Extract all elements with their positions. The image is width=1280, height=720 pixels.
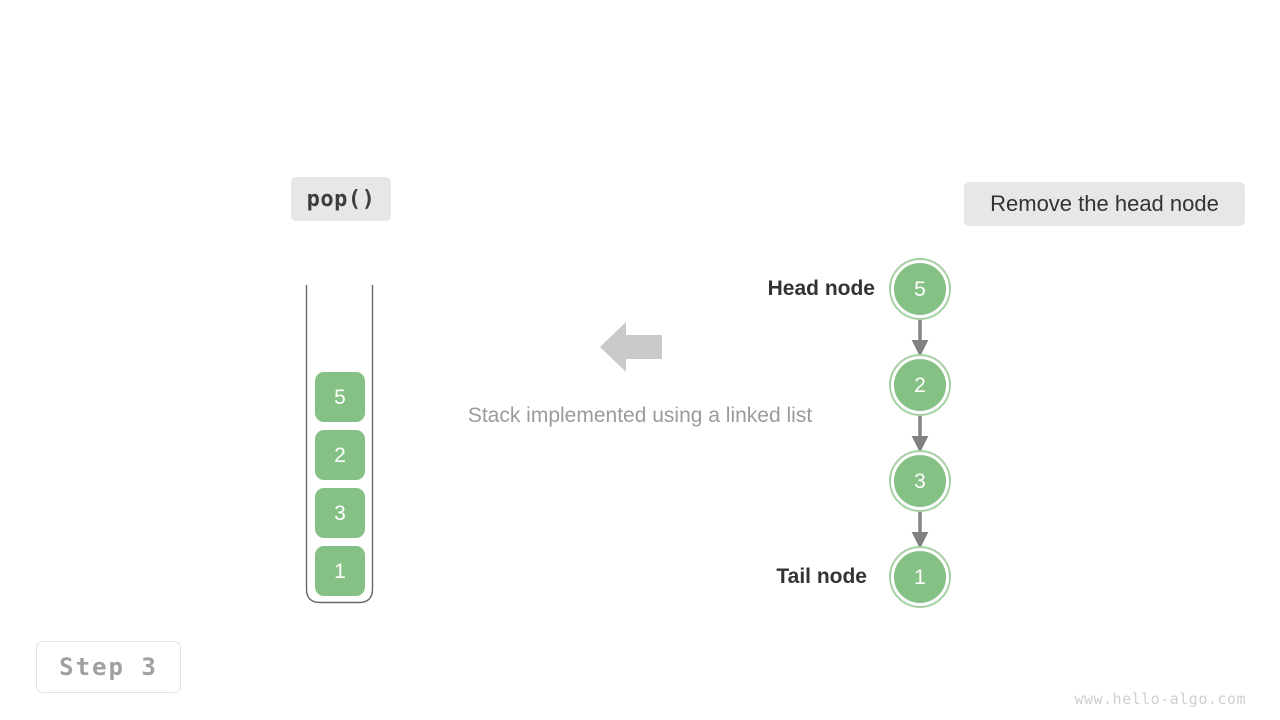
linked-list-node: 3 (891, 452, 949, 510)
linked-list-node-head: 5 (891, 260, 949, 318)
stack-container-outline (305, 285, 374, 604)
action-badge: Remove the head node (964, 182, 1245, 226)
linked-list-node-tail: 1 (891, 548, 949, 606)
stack-cells: 5 2 3 1 (315, 372, 365, 596)
stack-cell: 5 (315, 372, 365, 422)
diagram-caption: Stack implemented using a linked list (467, 404, 813, 427)
operation-badge: pop() (291, 177, 391, 221)
stack-cell: 1 (315, 546, 365, 596)
linked-list-connectors (911, 320, 929, 549)
stack-visualization: 5 2 3 1 (305, 284, 374, 604)
step-badge: Step 3 (36, 641, 181, 693)
stack-cell: 2 (315, 430, 365, 480)
linked-list-visualization: 5 2 3 1 Head node Tail node (740, 250, 1000, 620)
tail-node-label: Tail node (776, 565, 867, 588)
head-node-label: Head node (767, 277, 875, 300)
stack-cell: 3 (315, 488, 365, 538)
watermark: www.hello-algo.com (1074, 690, 1246, 708)
linked-list-node: 2 (891, 356, 949, 414)
left-block-arrow-icon (600, 322, 662, 372)
